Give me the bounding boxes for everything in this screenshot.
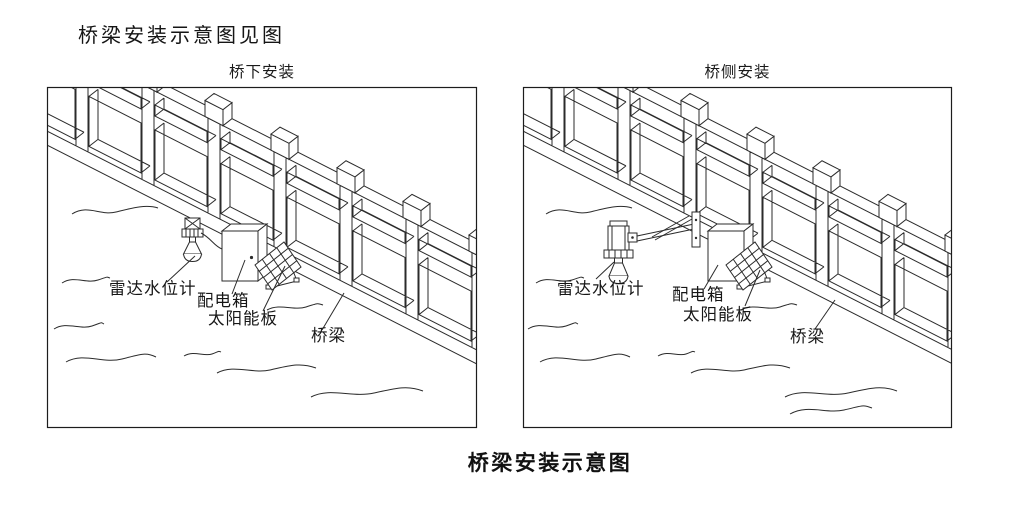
label-bridge: 桥梁 xyxy=(311,326,346,345)
label-radar-gauge: 雷达水位计 xyxy=(109,279,197,298)
water-waves xyxy=(53,205,424,398)
radar-gauge-drawing xyxy=(603,220,638,285)
figure-caption: 桥梁安装示意图 xyxy=(467,452,633,475)
panel-title-under-bridge: 桥下安装 xyxy=(228,64,295,81)
box-handle-dot xyxy=(249,255,254,260)
panel-border-bridge-side xyxy=(522,86,953,429)
panel-bridge-side-drawing xyxy=(523,87,952,428)
intro-heading: 桥梁安装示意图见图 xyxy=(78,25,285,47)
panel-border-under-bridge xyxy=(46,86,478,429)
label-solar-panel: 太阳能板 xyxy=(208,309,278,328)
panel-title-bridge-side: 桥侧安装 xyxy=(704,64,771,81)
label-radar-gauge: 雷达水位计 xyxy=(557,279,645,298)
mounting-arm-drawing xyxy=(636,211,701,248)
cable-line xyxy=(200,232,223,250)
solar-panel-drawing xyxy=(254,241,302,291)
label-distribution-box: 配电箱 xyxy=(197,291,250,310)
bridge-railing-drawing xyxy=(523,87,952,428)
radar-gauge-drawing xyxy=(181,217,223,263)
label-bridge: 桥梁 xyxy=(790,327,825,346)
panel-under-bridge-drawing xyxy=(47,87,477,428)
label-solar-panel: 太阳能板 xyxy=(683,305,753,324)
label-distribution-box: 配电箱 xyxy=(672,285,725,304)
leader-lines xyxy=(166,255,345,331)
bridge-railing-drawing xyxy=(47,87,477,428)
leader-lines xyxy=(595,261,836,330)
water-waves xyxy=(527,205,898,415)
